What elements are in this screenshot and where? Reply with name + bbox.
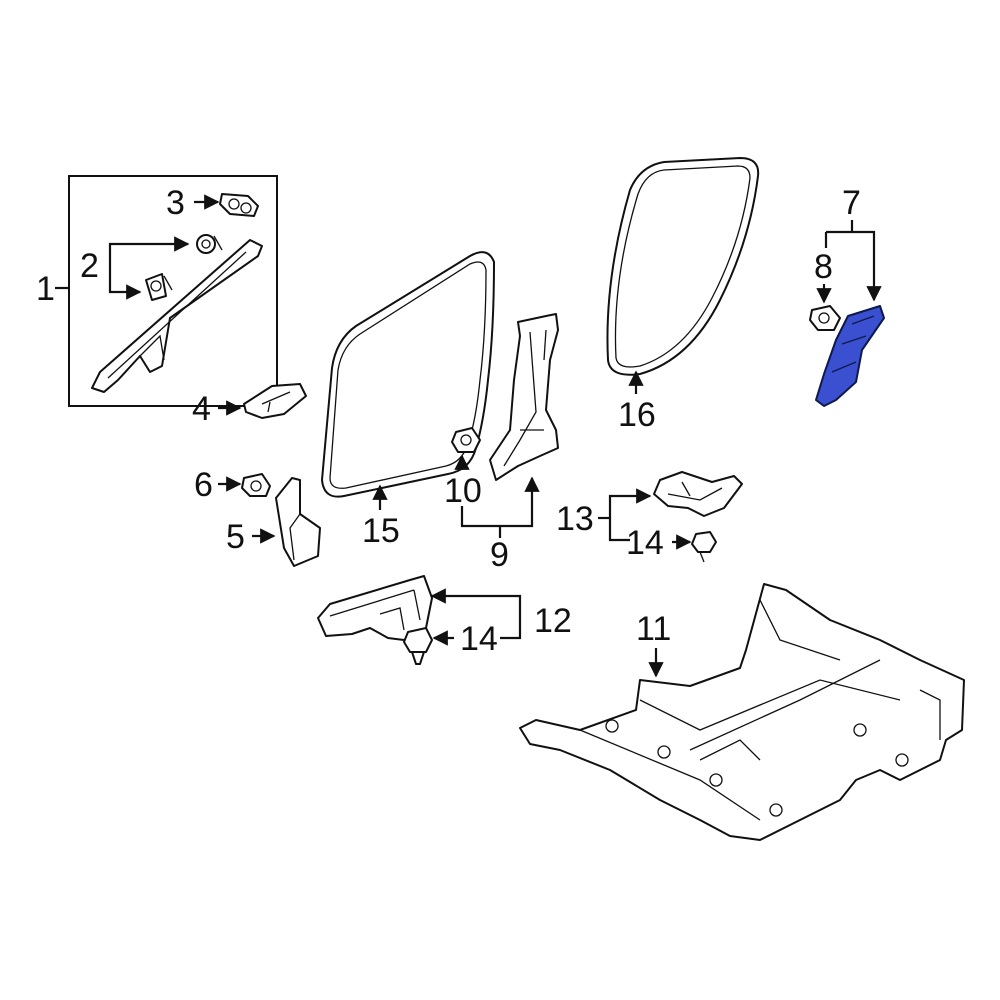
part-9-b-pillar-trim[interactable] [489, 313, 559, 481]
part-16-rear-door-weatherstrip[interactable] [606, 157, 760, 376]
part-5-cowl-trim[interactable] [275, 477, 321, 567]
leader-2-lower [108, 262, 142, 300]
part-6-clip[interactable] [241, 473, 271, 497]
leader-7 [826, 230, 882, 302]
part-7-pillar-trim-highlighted[interactable] [815, 305, 885, 407]
callout-10: 10 [444, 472, 482, 510]
callout-2: 2 [80, 247, 99, 285]
callout-3: 3 [166, 184, 185, 222]
callout-7: 7 [842, 184, 861, 222]
callout-8: 8 [814, 248, 833, 286]
part-14-fastener-lower[interactable] [403, 627, 433, 665]
leader-12-upper [430, 588, 522, 616]
callout-4: 4 [192, 390, 211, 428]
part-8-clip[interactable] [809, 305, 841, 331]
part-4-bracket[interactable] [243, 383, 307, 419]
callout-12: 12 [534, 602, 572, 640]
part-2-clip-lower[interactable] [145, 273, 173, 301]
part-1-group-box [68, 175, 278, 407]
leader-12-lower [500, 616, 522, 640]
callout-6: 6 [194, 466, 213, 504]
callout-16: 16 [618, 396, 656, 434]
part-14-fastener-upper[interactable] [691, 531, 717, 563]
part-10-clip[interactable] [451, 427, 481, 453]
callout-11: 11 [636, 610, 671, 648]
callout-13: 13 [556, 500, 594, 538]
part-11-floor-carpet[interactable] [519, 583, 965, 841]
leader-13-lower [608, 518, 630, 542]
part-15-front-door-weatherstrip[interactable] [321, 251, 495, 498]
part-2-clip-upper[interactable] [196, 234, 223, 254]
callout-5: 5 [226, 518, 245, 556]
callout-1: 1 [36, 270, 55, 308]
leader-2-upper [108, 236, 190, 262]
leader-13-upper [608, 488, 652, 518]
part-1-a-pillar-trim[interactable] [91, 239, 263, 393]
part-3-clip[interactable] [219, 193, 259, 217]
callout-14-upper: 14 [626, 524, 664, 562]
part-13-bracket[interactable] [653, 471, 743, 517]
callout-9: 9 [490, 536, 509, 574]
callout-14-lower: 14 [460, 620, 498, 658]
leader-9 [460, 476, 540, 528]
callout-15: 15 [362, 512, 400, 550]
